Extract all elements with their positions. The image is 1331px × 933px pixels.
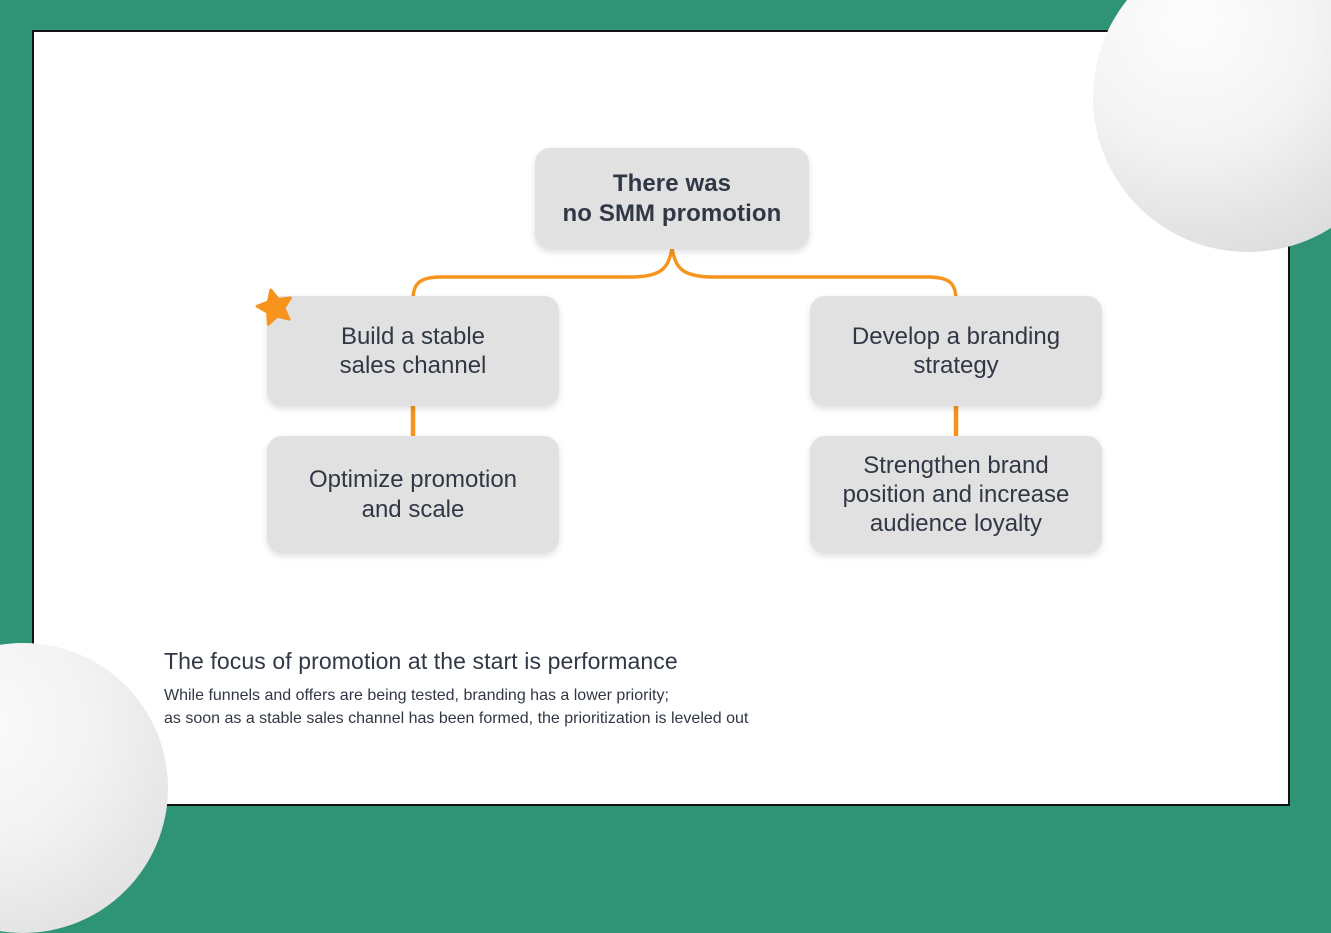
node-left-child-line1: Optimize promotion [308, 466, 518, 494]
footer-block: The focus of promotion at the start is p… [164, 647, 1064, 730]
node-right-child-line3: audience loyalty [869, 510, 1043, 538]
node-build-stable-sales-channel[interactable]: Build a stable sales channel [267, 296, 559, 406]
footer-subtext-line1: While funnels and offers are being teste… [164, 686, 669, 704]
node-right-child-line1: Strengthen brand [863, 451, 1049, 479]
footer-heading: The focus of promotion at the start is p… [164, 648, 678, 674]
node-left-child-line2: and scale [361, 495, 465, 523]
slide-canvas: There was no SMM promotion Build a stabl… [32, 30, 1290, 806]
node-develop-branding-strategy[interactable]: Develop a branding strategy [810, 296, 1102, 406]
star-icon [255, 288, 292, 326]
org-diagram: There was no SMM promotion Build a stabl… [34, 32, 1288, 804]
footer-subtext: While funnels and offers are being teste… [164, 684, 1064, 730]
node-root-line2: no SMM promotion [562, 199, 782, 227]
node-root-line1: There was [612, 170, 732, 198]
node-right-child-line2: position and increase [842, 480, 1070, 508]
node-root[interactable]: There was no SMM promotion [535, 148, 809, 249]
node-right-line1: Develop a branding [851, 322, 1061, 350]
node-left-line2: sales channel [339, 352, 487, 379]
node-left-line1: Build a stable [340, 322, 486, 350]
node-optimize-promotion-and-scale[interactable]: Optimize promotion and scale [267, 436, 559, 553]
node-strengthen-brand-position[interactable]: Strengthen brand position and increase a… [810, 436, 1102, 553]
footer-subtext-line2: as soon as a stable sales channel has be… [164, 710, 749, 728]
node-right-line2: strategy [913, 352, 999, 379]
